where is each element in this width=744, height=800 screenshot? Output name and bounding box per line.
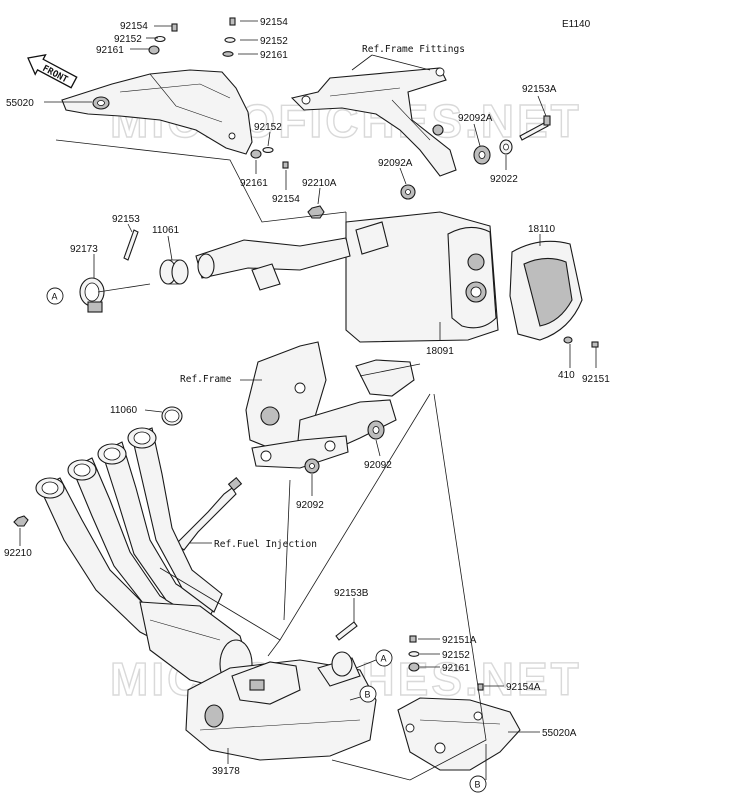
part-label: 92154 <box>272 194 300 205</box>
svg-text:A: A <box>381 654 387 664</box>
part-label: 92153A <box>522 84 557 95</box>
part-label: 39178 <box>212 766 240 777</box>
bolt-92153A <box>519 115 551 141</box>
part-label: 92152 <box>260 36 288 47</box>
part-label: 410 <box>558 370 575 381</box>
screw-92151 <box>591 341 599 348</box>
part-label: 92092 <box>364 460 392 471</box>
callout-A-lower: A <box>375 649 393 667</box>
fastener-set-shield-rear <box>250 147 289 169</box>
ref-fuel-injection-label: Ref.Fuel Injection <box>214 539 317 550</box>
muffler-18091 <box>345 211 499 343</box>
part-label: 11060 <box>110 405 138 416</box>
part-label: 92152 <box>442 650 470 661</box>
ref-frame-fittings-label: Ref.Frame Fittings <box>362 44 465 55</box>
part-label: 92161 <box>240 178 268 189</box>
callout-B-bottom: B <box>469 775 487 793</box>
exhaust-headers <box>35 427 253 691</box>
heat-shield-55020A <box>397 697 521 771</box>
part-label: 92154 <box>260 17 288 28</box>
frame-bracket-center <box>245 341 415 469</box>
leader-lines <box>19 20 597 781</box>
part-label: 92161 <box>442 663 470 674</box>
callout-B-left: B <box>359 685 377 703</box>
part-label: 92022 <box>490 174 518 185</box>
gasket-11061 <box>159 259 189 285</box>
part-label: 92152 <box>254 122 282 133</box>
part-label: 92154A <box>506 682 541 693</box>
part-label: 92092 <box>296 500 324 511</box>
part-label: 92210A <box>302 178 337 189</box>
bushing-92092-left <box>304 458 320 474</box>
ref-frame-label: Ref.Frame <box>180 374 232 385</box>
bolt-92153B <box>335 621 358 641</box>
fastener-set-lower-right <box>408 635 484 691</box>
nut-92210 <box>13 515 29 527</box>
svg-text:B: B <box>365 690 371 700</box>
fastener-set-top-left <box>148 23 178 55</box>
bolt-92153 <box>123 229 139 261</box>
oxygen-sensor <box>175 476 243 551</box>
part-label: 92154 <box>120 21 148 32</box>
front-arrow-icon: FRONT <box>27 53 78 89</box>
svg-text:B: B <box>475 780 481 790</box>
part-label: 92173 <box>70 244 98 255</box>
frame-fitting-bracket <box>290 67 457 177</box>
part-label: 92151 <box>582 374 610 385</box>
part-label: 92151A <box>442 635 477 646</box>
part-label: 92153 <box>112 214 140 225</box>
clamp-92173 <box>79 277 105 313</box>
part-label: 92153B <box>334 588 369 599</box>
part-label: 92092A <box>458 113 493 124</box>
muffler-cover-18110 <box>509 240 583 341</box>
part-label: 18091 <box>426 346 454 357</box>
part-label: 92210 <box>4 548 32 559</box>
part-label: 55020A <box>542 728 577 739</box>
heat-shield-55020 <box>61 69 253 155</box>
fastener-set-top-mid <box>222 17 236 57</box>
part-label: 55020 <box>6 98 34 109</box>
bushing-92092A-upper <box>473 145 491 165</box>
part-label: 18110 <box>528 224 556 235</box>
part-label: 92161 <box>96 45 124 56</box>
part-label: 11061 <box>152 225 180 236</box>
fastener-410 <box>563 336 573 344</box>
diagram-code: E1140 <box>562 19 591 30</box>
washer-92022 <box>499 139 513 155</box>
pre-chamber-39178 <box>185 651 377 761</box>
part-label: 92092A <box>378 158 413 169</box>
link-pipe <box>195 237 351 291</box>
bushing-92092A-lower <box>400 184 416 200</box>
gasket-11060 <box>161 406 183 426</box>
part-label: 92152 <box>114 34 142 45</box>
callout-A-upper: A <box>46 287 64 305</box>
bushing-92092-right <box>367 420 385 440</box>
part-label: 92161 <box>260 50 288 61</box>
svg-text:A: A <box>52 292 58 302</box>
